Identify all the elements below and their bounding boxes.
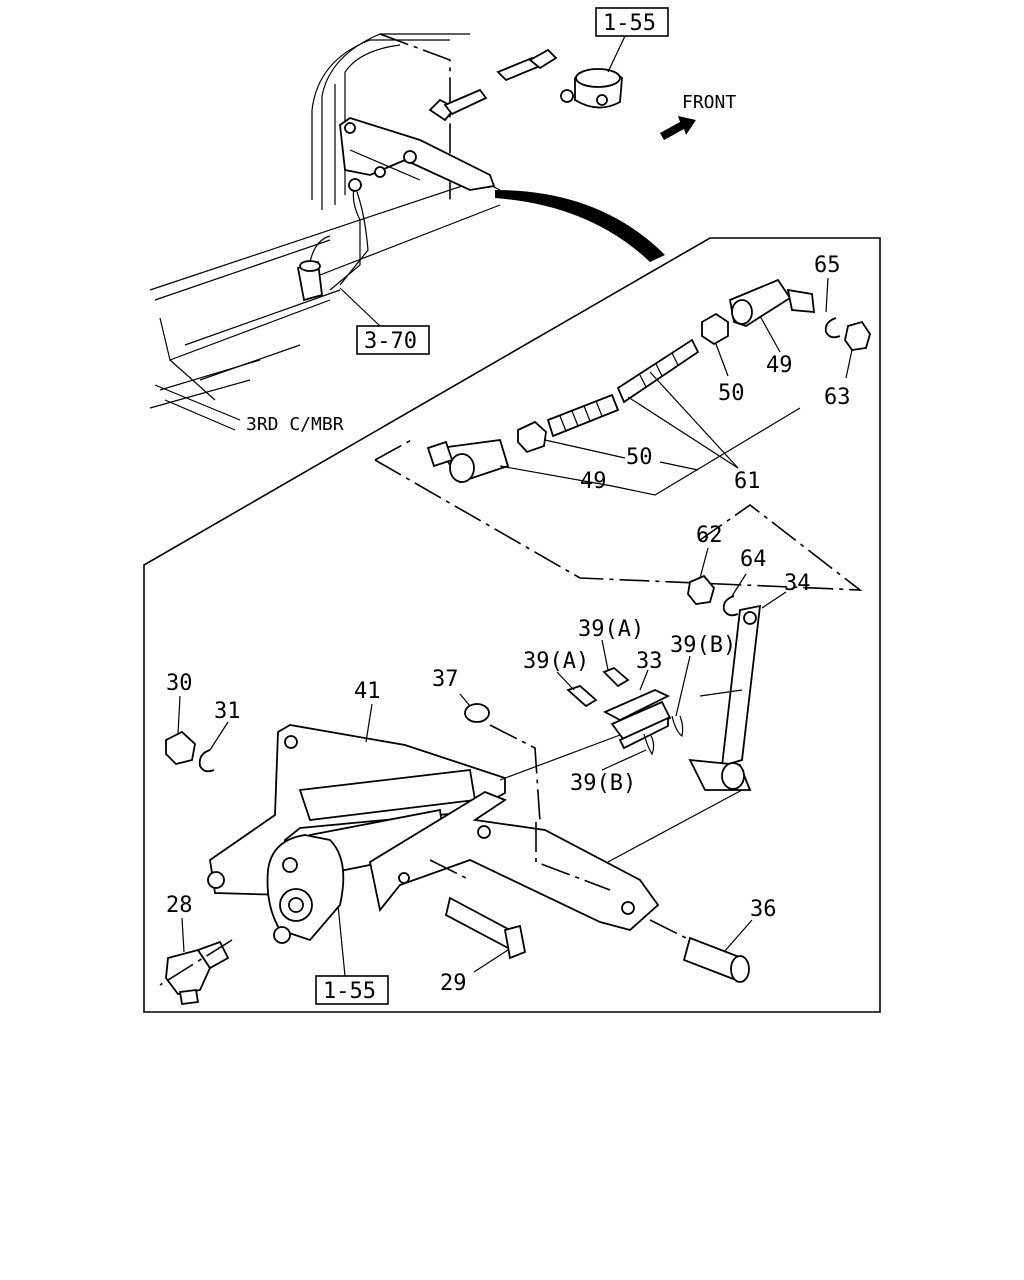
callout-39b-upper: 39(B) <box>670 633 736 658</box>
callout-49-left: 49 <box>580 469 607 494</box>
callout-29: 29 <box>440 971 467 996</box>
detail-panel-border <box>143 237 881 1013</box>
callout-39b-lower: 39(B) <box>570 771 636 796</box>
callout-64: 64 <box>740 547 767 572</box>
callout-63: 63 <box>824 385 851 410</box>
crossmember-label: 3RD C/MBR <box>246 414 344 435</box>
front-label: FRONT <box>682 92 736 113</box>
callout-65: 65 <box>814 253 841 278</box>
callout-41: 41 <box>354 679 381 704</box>
front-arrow-icon <box>660 116 696 140</box>
linkage-rod-assembly <box>374 278 871 591</box>
callout-31: 31 <box>214 699 241 724</box>
callout-50-left: 50 <box>626 445 653 470</box>
callout-34: 34 <box>784 571 811 596</box>
callout-30: 30 <box>166 671 193 696</box>
callout-49-right: 49 <box>766 353 793 378</box>
svg-text:1-55: 1-55 <box>323 979 376 1004</box>
lever-mechanism <box>159 574 762 1006</box>
callout-37: 37 <box>432 667 459 692</box>
svg-text:3-70: 3-70 <box>364 329 417 354</box>
callout-39a-upper: 39(A) <box>578 617 644 642</box>
callout-61: 61 <box>734 469 761 494</box>
chassis-overview <box>149 33 665 431</box>
callout-28: 28 <box>166 893 193 918</box>
ref-box-3-70: 3-70 <box>339 287 430 355</box>
callout-36: 36 <box>750 897 777 922</box>
ref-box-1-55-top: 1-55 <box>595 7 669 73</box>
callout-labels: 65 63 49 50 50 49 61 62 64 34 39(A) 39(A… <box>166 253 851 996</box>
ref-box-1-55-bottom: 1-55 <box>315 904 389 1005</box>
callout-39a-lower: 39(A) <box>523 649 589 674</box>
callout-62: 62 <box>696 523 723 548</box>
svg-text:1-55: 1-55 <box>603 11 656 36</box>
callout-50-right: 50 <box>718 381 745 406</box>
leader-lines <box>177 277 853 973</box>
callout-33: 33 <box>636 649 663 674</box>
